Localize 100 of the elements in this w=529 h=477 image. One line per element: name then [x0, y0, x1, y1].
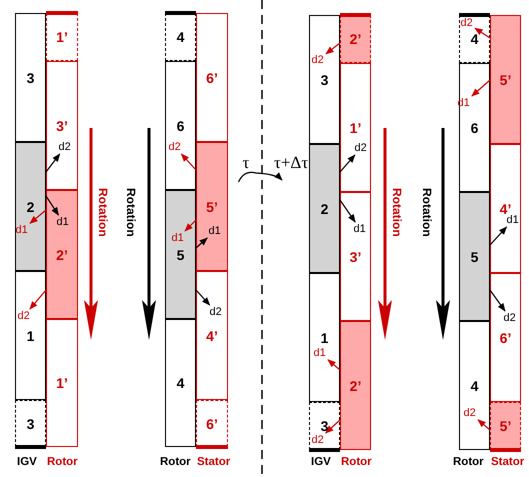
cell-number: 4 — [470, 31, 478, 47]
arrow — [325, 420, 340, 434]
cell-number: 5’ — [500, 72, 512, 88]
cell-number: 3 — [320, 72, 328, 88]
cell-number: 6’ — [206, 416, 218, 432]
cell-number: 3 — [26, 416, 34, 432]
cell-number: 3 — [320, 418, 328, 434]
distance-label: d1 — [16, 224, 28, 236]
arrow — [196, 237, 208, 248]
strip-cell — [309, 402, 340, 450]
cell-number: 4 — [470, 378, 478, 394]
arrow — [196, 290, 210, 306]
row-label: Rotor — [453, 456, 484, 468]
arrow — [474, 28, 490, 38]
strip-cell — [196, 142, 228, 271]
rotation-label: Rotation — [390, 188, 404, 237]
time-label: τ+Δτ — [274, 154, 308, 172]
arrow — [184, 220, 196, 232]
arrow — [325, 42, 340, 54]
cell-number: 6’ — [500, 330, 512, 346]
distance-label: d2 — [464, 406, 476, 418]
cell-number: 5 — [176, 246, 184, 262]
cell-number: 6 — [176, 118, 184, 134]
cell-number: 5’ — [206, 198, 218, 214]
distance-label: d1 — [314, 346, 326, 358]
distance-label: d2 — [18, 310, 30, 322]
strip-cell — [309, 144, 340, 273]
arrow — [477, 419, 490, 430]
arrow — [490, 290, 506, 312]
cell-number: 2’ — [56, 246, 68, 262]
distance-label: d1 — [354, 222, 366, 234]
distance-label: d1 — [56, 216, 69, 228]
row-label: Stator — [491, 456, 524, 468]
arrow — [180, 153, 196, 170]
strip-cell — [459, 321, 490, 450]
arrow — [340, 154, 356, 172]
strip-cell — [46, 13, 78, 61]
distance-label: d1 — [172, 232, 184, 244]
cell-number: 1 — [320, 330, 328, 346]
rotation-label: Rotation — [420, 188, 434, 237]
arrow — [471, 80, 490, 97]
strip-cell — [165, 13, 196, 61]
distance-label: d2 — [210, 306, 222, 318]
strip-cell — [340, 63, 371, 192]
cell-number: 4 — [176, 29, 184, 45]
distance-label: d2 — [58, 140, 71, 152]
arrow — [238, 172, 283, 182]
cell-number: 4 — [176, 375, 184, 391]
row-label: IGV — [17, 456, 37, 468]
distance-label: d2 — [312, 54, 324, 66]
cell-number: 2 — [26, 198, 34, 214]
cell-number: 5 — [470, 248, 478, 264]
row-label: Stator — [197, 456, 230, 468]
time-label: τ — [242, 154, 250, 172]
distance-label: d2 — [504, 312, 516, 324]
cell-number: 6’ — [206, 70, 218, 86]
arrow — [46, 196, 59, 216]
arrow — [327, 359, 340, 370]
strip-cell — [15, 400, 46, 447]
cell-number: 3 — [26, 70, 34, 86]
strip-cell — [196, 400, 228, 447]
strip-cell — [46, 319, 78, 447]
strip-cell — [15, 13, 46, 142]
cell-number: 1’ — [56, 375, 68, 391]
strip-cell — [165, 319, 196, 447]
arrow — [29, 290, 46, 310]
strip-cell — [490, 402, 521, 450]
cell-number: 2’ — [350, 31, 362, 47]
strip-cell — [490, 144, 521, 273]
strip-cell — [165, 190, 196, 319]
strip-cell — [490, 273, 521, 402]
strip-cell — [15, 142, 46, 271]
strip-cell — [459, 15, 490, 63]
strip-cell — [340, 192, 371, 321]
strip-cell — [340, 321, 371, 450]
cell-number: 1’ — [56, 29, 68, 45]
arrow — [340, 200, 356, 223]
strip-cell — [459, 63, 490, 192]
arrow — [490, 226, 508, 246]
rotation-label: Rotation — [124, 188, 138, 237]
row-label: Rotor — [47, 456, 78, 468]
arrow — [29, 210, 46, 224]
cell-number: 3’ — [350, 248, 362, 264]
cell-number: 5’ — [500, 418, 512, 434]
strip-cell — [309, 15, 340, 144]
distance-label: d2 — [460, 16, 473, 28]
strip-cell — [309, 273, 340, 402]
row-label: Rotor — [160, 456, 191, 468]
strip-cell — [46, 190, 78, 319]
arrow — [46, 153, 60, 172]
strip-cell — [490, 15, 521, 144]
strip-cell — [15, 271, 46, 400]
cell-number: 6 — [470, 120, 478, 136]
distance-label: d1 — [208, 224, 221, 236]
strip-cell — [459, 192, 490, 321]
cell-number: 1 — [26, 328, 34, 344]
strip-cell — [46, 61, 78, 190]
distance-label: d2 — [312, 434, 324, 446]
distance-label: d2 — [168, 140, 181, 152]
strip-cell — [340, 15, 371, 63]
